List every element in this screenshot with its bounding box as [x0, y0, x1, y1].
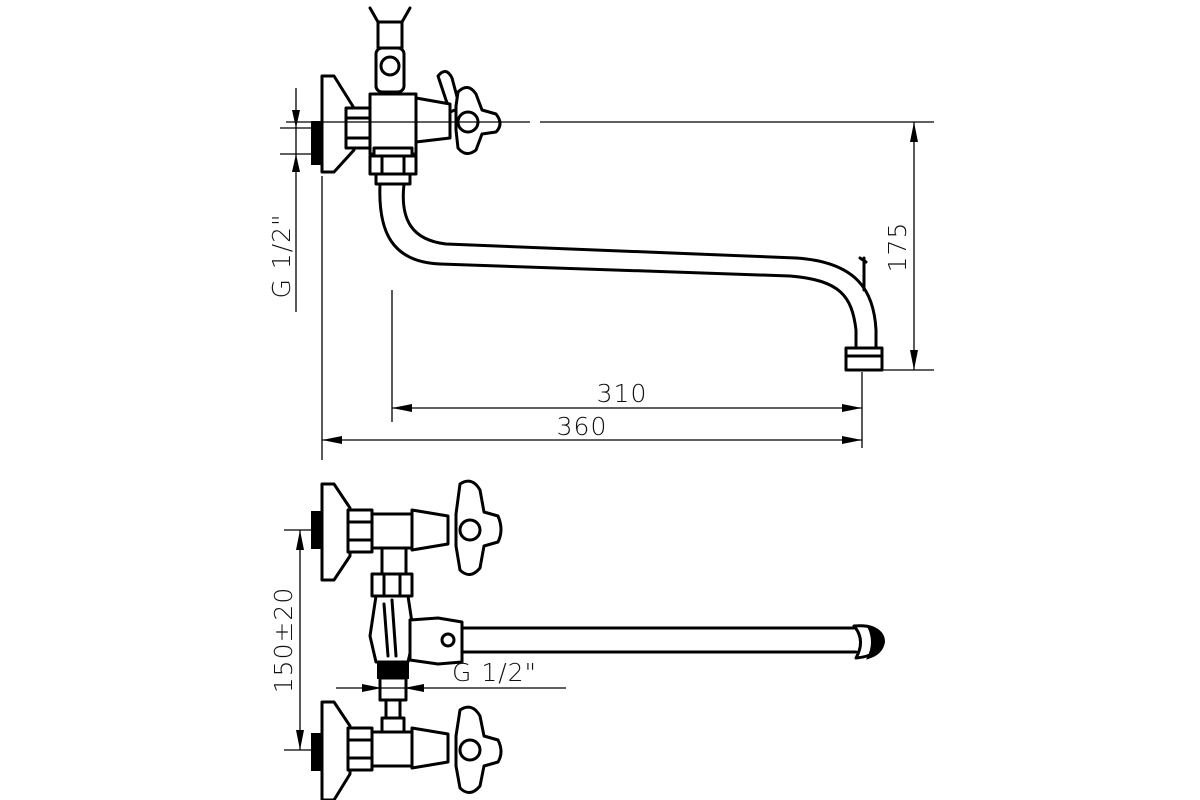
outlet-height-dimension: 175 [883, 222, 912, 273]
spout-reach-dimension: 310 [597, 379, 648, 408]
outlet-thread-dimension: G 1/2" [452, 658, 537, 687]
front-spout [460, 624, 886, 660]
central-mixer-body [368, 572, 464, 722]
spout-pipe [378, 182, 858, 350]
upper-inlet-assembly [311, 479, 503, 582]
inlet-spacing-dimension: 150±20 [269, 587, 298, 693]
inlet-thread-dimension: G 1/2" [267, 213, 296, 298]
shower-holder [368, 6, 412, 94]
valve-body [368, 70, 502, 186]
side-view: 310 360 175 G 1/2" [267, 6, 934, 460]
aerator [844, 346, 884, 372]
wall-flange [311, 74, 372, 174]
overall-length-dimension: 360 [557, 412, 608, 441]
front-view: 150±20 G 1/2" [269, 479, 886, 800]
lower-inlet-assembly [311, 700, 503, 800]
